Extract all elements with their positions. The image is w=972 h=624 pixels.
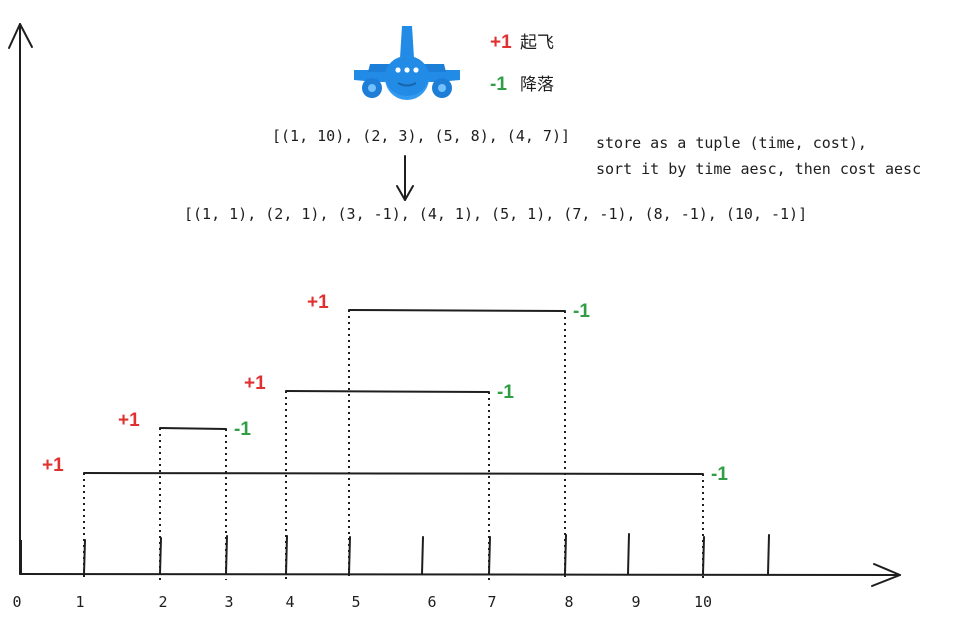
x-tick-mark xyxy=(702,536,705,575)
x-tick-mark xyxy=(767,534,770,575)
interval-end-label: -1 xyxy=(573,301,590,322)
interval-4-7: +1 -1 xyxy=(244,373,514,580)
interval-start-label: +1 xyxy=(244,373,266,394)
legend-takeoff-sign: +1 xyxy=(490,32,512,53)
x-axis-tick-labels: 0 1 2 3 4 5 6 7 8 9 10 xyxy=(12,593,712,611)
interval-bar xyxy=(159,427,227,430)
x-tick-label: 4 xyxy=(285,593,294,611)
airplane-icon xyxy=(354,26,460,100)
interval-end-label: -1 xyxy=(711,464,728,485)
interval-end-label: -1 xyxy=(234,419,251,440)
interval-start-label: +1 xyxy=(307,292,329,313)
x-axis-ticks xyxy=(20,533,770,575)
interval-bar xyxy=(348,309,566,312)
input-list: [(1, 10), (2, 3), (5, 8), (4, 7)] xyxy=(272,127,570,145)
x-tick-label: 5 xyxy=(351,593,360,611)
x-tick-label: 2 xyxy=(158,593,167,611)
x-tick-label: 9 xyxy=(631,593,640,611)
legend-landing-label: 降落 xyxy=(520,75,554,95)
x-tick-label: 3 xyxy=(224,593,233,611)
interval-segments: +1 -1 +1 -1 +1 -1 +1 -1 xyxy=(42,292,728,580)
interval-start-label: +1 xyxy=(42,455,64,476)
sorted-list: [(1, 1), (2, 1), (3, -1), (4, 1), (5, 1)… xyxy=(184,205,807,223)
interval-bar xyxy=(83,472,704,475)
down-arrow-icon xyxy=(396,155,414,201)
note-line-1: store as a tuple (time, cost), xyxy=(596,134,867,152)
x-tick-label: 0 xyxy=(12,593,21,611)
x-tick-mark xyxy=(421,536,424,575)
y-axis xyxy=(8,23,33,575)
x-tick-mark xyxy=(564,534,567,575)
x-tick-mark xyxy=(348,536,351,575)
legend-takeoff-label: 起飞 xyxy=(520,33,554,53)
note-line-2: sort it by time aesc, then cost aesc xyxy=(596,160,921,178)
interval-start-label: +1 xyxy=(118,410,140,431)
interval-end-label: -1 xyxy=(497,382,514,403)
x-axis xyxy=(19,563,901,587)
x-tick-label: 6 xyxy=(427,593,436,611)
x-tick-label: 7 xyxy=(487,593,496,611)
interval-bar xyxy=(285,390,490,393)
interval-5-8: +1 -1 xyxy=(307,292,590,580)
interval-1-10: +1 -1 xyxy=(42,455,728,580)
x-tick-label: 1 xyxy=(75,593,84,611)
x-tick-label: 8 xyxy=(564,593,573,611)
x-tick-label: 10 xyxy=(694,593,712,611)
legend: +1 起飞 -1 降落 xyxy=(490,32,554,95)
x-tick-mark xyxy=(627,533,630,575)
interval-2-3: +1 -1 xyxy=(118,410,251,580)
legend-landing-sign: -1 xyxy=(490,74,507,95)
